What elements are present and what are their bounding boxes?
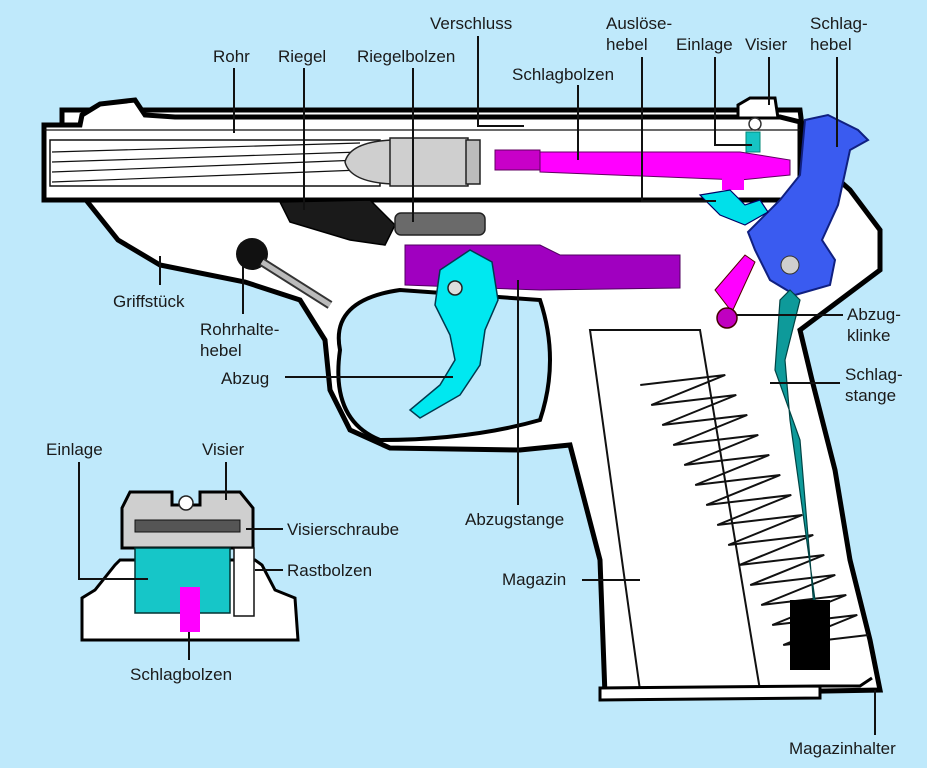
label-schlagstange-line2: stange bbox=[845, 386, 896, 405]
magazine-release bbox=[820, 676, 873, 688]
inset-label-visierschraube: Visierschraube bbox=[287, 520, 399, 539]
leader-lines bbox=[78, 36, 876, 735]
inset-label-einlage: Einlage bbox=[46, 440, 103, 459]
sear-ausloesehebel bbox=[698, 189, 769, 226]
leader-ausloesehebel bbox=[641, 57, 716, 202]
inset-visierschraube bbox=[134, 519, 241, 533]
hammer-schlaghebel bbox=[746, 113, 870, 297]
label-visier: Visier bbox=[745, 35, 788, 54]
firing-pin-schlagbolzen bbox=[494, 149, 791, 190]
leader-inset-einlage bbox=[78, 462, 148, 580]
label-einlage: Einlage bbox=[676, 35, 733, 54]
inset-label-rastbolzen: Rastbolzen bbox=[287, 561, 372, 580]
label-rohrhaltehebel-line1: Rohrhalte- bbox=[200, 320, 279, 339]
label-abzugstange: Abzugstange bbox=[465, 510, 564, 529]
trigger-pivot bbox=[447, 280, 463, 296]
hammer-pivot bbox=[780, 255, 800, 275]
label-schlaghebel-line1: Schlag- bbox=[810, 14, 868, 33]
label-griffstueck: Griffstück bbox=[113, 292, 185, 311]
inset-label-schlagbolzen: Schlagbolzen bbox=[130, 665, 232, 684]
label-ausloesehebel-line1: Auslöse- bbox=[606, 14, 672, 33]
label-rohr: Rohr bbox=[213, 47, 250, 66]
labels: Rohr Riegel Riegelbolzen Verschluss Schl… bbox=[46, 14, 903, 758]
inset-schlagbolzen bbox=[180, 587, 200, 632]
leader-einlage bbox=[714, 57, 752, 146]
label-magazin: Magazin bbox=[502, 570, 566, 589]
label-magazinhalter: Magazinhalter bbox=[789, 739, 896, 758]
barrel-rohr bbox=[44, 129, 800, 187]
inset-sight-dot bbox=[178, 495, 194, 511]
leader-verschluss bbox=[477, 36, 524, 127]
label-riegel: Riegel bbox=[278, 47, 326, 66]
label-ausloesehebel-line2: hebel bbox=[606, 35, 648, 54]
trigger-pawl-abzugklinke bbox=[714, 254, 756, 329]
inset-rastbolzen bbox=[233, 547, 255, 617]
label-verschluss: Verschluss bbox=[430, 14, 512, 33]
label-schlagstange-line1: Schlag- bbox=[845, 365, 903, 384]
label-rohrhaltehebel-line2: hebel bbox=[200, 341, 242, 360]
magazine-magazin bbox=[588, 329, 869, 702]
label-schlagbolzen: Schlagbolzen bbox=[512, 65, 614, 84]
locking-block-riegel bbox=[278, 199, 396, 246]
label-abzug: Abzug bbox=[221, 369, 269, 388]
cartridge bbox=[344, 137, 481, 187]
label-abzugklinke-line1: Abzug- bbox=[847, 305, 901, 324]
label-riegelbolzen: Riegelbolzen bbox=[357, 47, 455, 66]
inset-rear-sight-detail bbox=[80, 490, 300, 642]
trigger-abzug bbox=[408, 249, 499, 419]
inset-label-visier: Visier bbox=[202, 440, 245, 459]
label-schlaghebel-line2: hebel bbox=[810, 35, 852, 54]
locking-bolt-riegelbolzen bbox=[394, 212, 486, 236]
label-abzugklinke-line2: klinke bbox=[847, 326, 890, 345]
pistol-body bbox=[41, 96, 884, 702]
mainspring-seat bbox=[790, 600, 830, 670]
trigger-guard bbox=[336, 287, 552, 443]
